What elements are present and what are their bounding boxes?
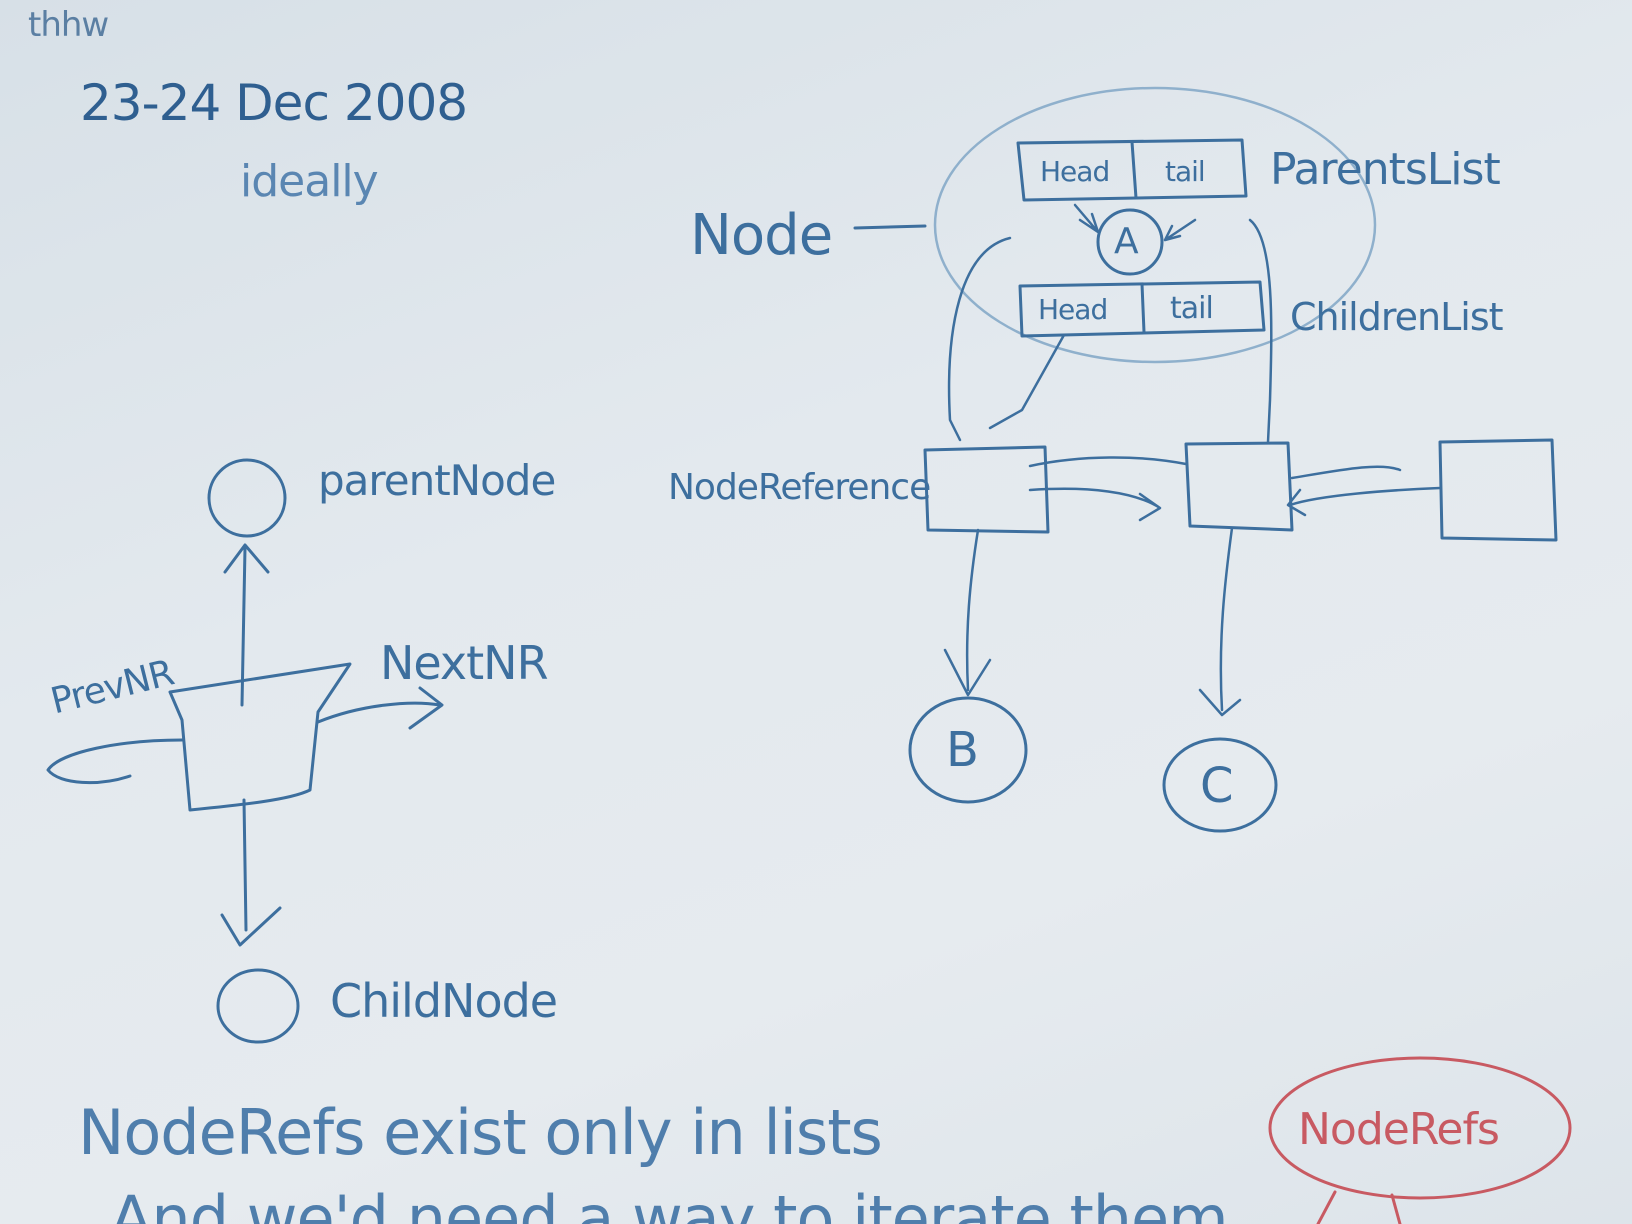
node-reference-box-2 (1184, 441, 1294, 532)
next-nr-label: NextNR (380, 636, 549, 690)
children-list-box (1018, 280, 1266, 338)
footer-line-2: And we'd need a way to iterate them (110, 1182, 1229, 1224)
node-reference-box-1 (923, 445, 1050, 534)
parent-node-label: parentNode (318, 456, 556, 505)
line-children-head-to-noderef-1 (988, 333, 1066, 430)
date-heading: 23-24 Dec 2008 (80, 74, 468, 132)
children-tail-label: tail (1170, 291, 1214, 326)
node-b-label: B (946, 722, 979, 778)
link-noderef-3-to-2 (1286, 486, 1442, 517)
red-noderefs-bubble (1268, 1056, 1572, 1200)
node-reference-box-3 (1438, 438, 1558, 542)
arrow-parent-tail-to-a (1163, 218, 1197, 242)
red-noderefs-label: NodeRefs (1298, 1104, 1500, 1155)
node-a-label: A (1114, 221, 1139, 262)
parents-list-divider (1130, 140, 1138, 200)
link-noderef-1-to-2 (1028, 456, 1188, 468)
children-head-label: Head (1038, 293, 1108, 326)
red-bubble-tail (1316, 1190, 1402, 1224)
children-list-label: ChildrenList (1290, 295, 1504, 339)
parents-list-box (1016, 138, 1248, 202)
arrow-next-nr (316, 686, 444, 730)
parent-node-circle (207, 458, 287, 538)
node-reference-label: NodeReference (668, 467, 931, 508)
ideally-note: ideally (240, 156, 379, 207)
child-node-label: ChildNode (330, 974, 558, 1028)
arrow-noderef-1-to-2 (1028, 487, 1162, 522)
arrow-noderef-1-to-b (943, 528, 992, 697)
arrow-parent-head-to-a (1073, 203, 1100, 234)
line-a-to-noderef-1 (947, 236, 1012, 442)
arrow-to-child-node (220, 798, 282, 947)
node-a-circle (1096, 208, 1164, 276)
footer-line-1: NodeRefs exist only in lists (78, 1096, 883, 1169)
arrow-prev-nr (46, 738, 184, 785)
node-pointer-line (853, 224, 927, 230)
node-label: Node (690, 203, 833, 268)
parents-tail-label: tail (1165, 155, 1206, 188)
children-list-divider (1140, 282, 1146, 334)
child-node-circle (216, 968, 300, 1044)
arrow-noderef-2-to-c (1198, 526, 1242, 717)
node-boundary-oval (933, 86, 1377, 364)
arrow-to-parent-node (223, 543, 270, 707)
node-b-circle (908, 696, 1028, 804)
parents-list-label: ParentsList (1270, 144, 1501, 195)
link-noderef-2-to-3 (1290, 465, 1402, 480)
node-c-label: C (1200, 758, 1234, 814)
parents-head-label: Head (1040, 155, 1110, 188)
left-node-reference-shape (168, 662, 352, 812)
node-c-circle (1162, 737, 1278, 833)
top-scrawl: thhw (28, 5, 109, 45)
line-a-to-noderef-2 (1248, 218, 1273, 444)
